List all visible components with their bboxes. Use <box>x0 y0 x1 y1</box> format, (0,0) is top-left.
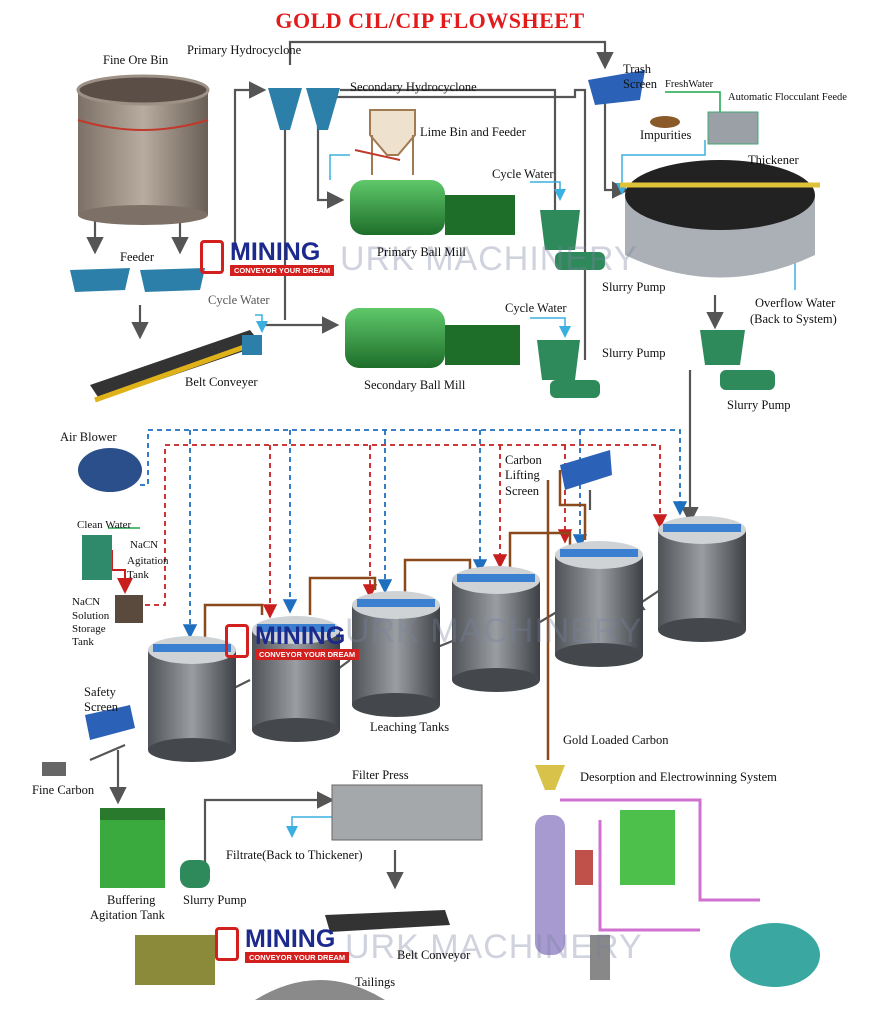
label-screen: Screen <box>623 77 658 91</box>
nacn-agitation-tank <box>82 535 112 580</box>
air-lines <box>140 429 688 639</box>
tailings-belt-conveyor <box>325 910 450 932</box>
label-tank: Tank <box>127 569 149 581</box>
label-tailings: Tailings <box>355 975 396 989</box>
carbon-lines <box>203 470 587 760</box>
leaching-tanks <box>148 516 746 762</box>
label-clean-water: Clean Water <box>77 519 132 531</box>
label-screen: Screen <box>505 484 540 498</box>
buffering-agitation-tank <box>100 808 165 888</box>
desorption-system <box>535 765 820 987</box>
label-back-to-system: (Back to System) <box>750 312 837 326</box>
cyanide-lines <box>145 444 668 619</box>
nacn-storage-tank <box>115 595 143 623</box>
label-lifting: Lifting <box>505 468 540 482</box>
label-cycle-water: Cycle Water <box>492 167 554 181</box>
feeders <box>70 268 205 292</box>
label-safety: Safety <box>84 685 116 699</box>
diagram-title: GOLD CIL/CIP FLOWSHEET <box>275 8 585 33</box>
thickener <box>620 160 820 278</box>
leaching-tank <box>148 636 236 762</box>
flocculant-feeder <box>707 111 759 145</box>
label-primary-hydrocyclone: Primary Hydrocyclone <box>187 43 302 57</box>
label-fine-carbon: Fine Carbon <box>32 783 95 797</box>
leaching-tank <box>658 516 746 642</box>
leaching-tank <box>452 566 540 692</box>
label-overflow-water: Overflow Water <box>755 296 836 310</box>
watermark-text: URK MACHINERY <box>345 612 643 650</box>
fine-carbon <box>42 762 66 776</box>
label-fine-ore-bin: Fine Ore Bin <box>103 53 169 67</box>
watermark-text: URK MACHINERY <box>340 240 638 278</box>
label-agitation: Agitation <box>127 555 169 567</box>
label-trash: Trash <box>623 62 652 76</box>
impurities-pile <box>650 116 680 128</box>
trash-screen <box>588 70 645 105</box>
label-buffering: Buffering <box>107 893 156 907</box>
label-filter-press: Filter Press <box>352 768 409 782</box>
filter-press <box>331 784 483 841</box>
secondary-ball-mill <box>345 308 520 368</box>
label-slurry-pump: Slurry Pump <box>727 398 791 412</box>
label-carbon: Carbon <box>505 453 542 467</box>
label-cycle-water: Cycle Water <box>505 301 567 315</box>
label-belt-conveyer: Belt Conveyer <box>185 375 258 389</box>
leaching-tank <box>352 591 440 717</box>
belt-conveyer <box>90 330 262 403</box>
air-blower <box>78 448 142 492</box>
label-air-blower: Air Blower <box>60 430 117 444</box>
label-thickener: Thickener <box>748 153 799 167</box>
hydrocyclones <box>268 88 340 130</box>
label-secondary-ball-mill: Secondary Ball Mill <box>364 378 466 392</box>
label-feeder: Feeder <box>120 250 155 264</box>
safety-screen <box>85 705 135 740</box>
label-storage: Storage <box>72 623 106 635</box>
tailings-pile <box>255 980 385 1000</box>
label-fresh-water: FreshWater <box>665 79 714 90</box>
label-tank: Tank <box>72 636 94 648</box>
label-screen: Screen <box>84 700 119 714</box>
label-leaching-tanks: Leaching Tanks <box>370 720 450 734</box>
label-gold-loaded-carbon: Gold Loaded Carbon <box>563 733 669 747</box>
fine-ore-bin <box>76 74 210 225</box>
label-secondary-hydrocyclone: Secondary Hydrocyclone <box>350 80 477 94</box>
leaching-tank <box>252 616 340 742</box>
primary-ball-mill <box>350 180 515 235</box>
label-solution: Solution <box>72 610 110 622</box>
slurry-pumps <box>180 210 775 888</box>
label-slurry-pump: Slurry Pump <box>602 280 666 294</box>
fresh-water-line <box>665 91 721 112</box>
label-desorption-system: Desorption and Electrowinning System <box>580 770 777 784</box>
label-nacn-storage: NaCN <box>72 596 101 608</box>
label-lime-bin: Lime Bin and Feeder <box>420 125 526 139</box>
label-filtrate: Filtrate(Back to Thickener) <box>226 848 363 862</box>
label-belt-conveyor: Belt Conveyor <box>397 948 471 962</box>
label-agitation-tank: Agitation Tank <box>90 908 165 922</box>
carbon-lifting-screen <box>560 450 612 490</box>
label-slurry-pump: Slurry Pump <box>602 346 666 360</box>
label-flocculant-feeder: Automatic Flocculant Feede <box>728 92 847 103</box>
leaching-tank <box>555 541 643 667</box>
label-impurities: Impurities <box>640 128 692 142</box>
label-slurry-pump: Slurry Pump <box>183 893 247 907</box>
label-cycle-water: Cycle Water <box>208 293 270 307</box>
loader <box>135 935 215 985</box>
label-nacn: NaCN <box>130 539 159 551</box>
lime-bin <box>354 109 416 175</box>
water-lines <box>255 140 796 838</box>
label-primary-ball-mill: Primary Ball Mill <box>377 245 466 259</box>
watermark-text: URK MACHINERY <box>345 928 643 966</box>
